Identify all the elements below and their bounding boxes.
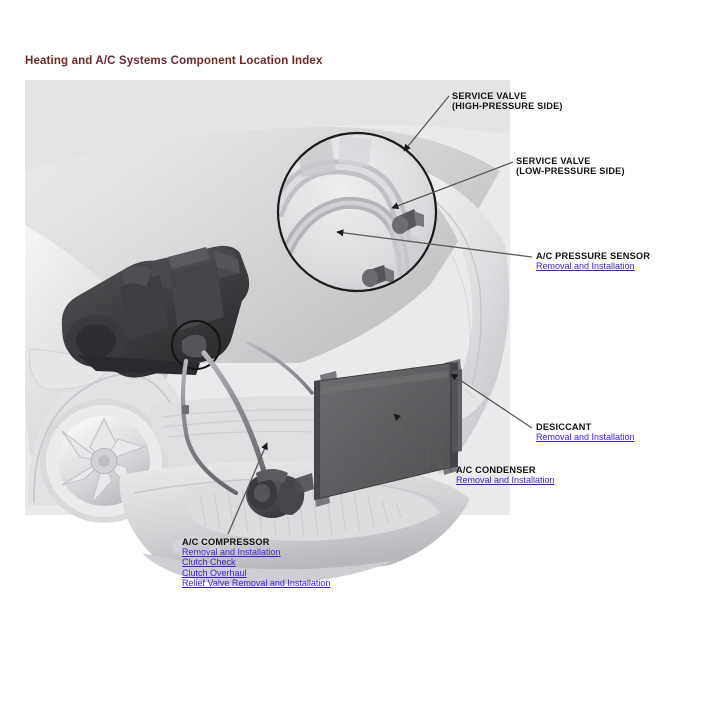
link-removal-and-installation[interactable]: Removal and Installation xyxy=(536,432,635,443)
service-valve-low-part xyxy=(362,265,394,287)
link-clutch-check[interactable]: Clutch Check xyxy=(182,557,236,568)
leader-ac-condenser xyxy=(393,413,453,472)
callout-title: SERVICE VALVE xyxy=(452,91,527,101)
service-valve-high-part xyxy=(392,209,424,234)
callout-ac-pressure-sensor: A/C PRESSURE SENSOR Removal and Installa… xyxy=(536,251,651,272)
leader-ac-compressor xyxy=(227,442,268,535)
link-clutch-overhaul[interactable]: Clutch Overhaul xyxy=(182,567,247,578)
callout-title: A/C CONDENSER xyxy=(456,465,536,475)
link-relief-valve-removal-and-installation[interactable]: Relief Valve Removal and Installation xyxy=(182,577,331,588)
callout-ac-compressor: A/C COMPRESSOR Removal and Installation … xyxy=(182,537,331,588)
callout-desiccant: DESICCANT Removal and Installation xyxy=(536,422,635,443)
callout-title: DESICCANT xyxy=(536,422,592,432)
link-removal-and-installation[interactable]: Removal and Installation xyxy=(182,547,281,558)
callout-service-valve-high: SERVICE VALVE (HIGH-PRESSURE SIDE) xyxy=(452,91,563,112)
ac-refrigerant-hoses xyxy=(180,341,314,496)
ac-compressor-part xyxy=(246,469,314,518)
callout-service-valve-low: SERVICE VALVE (LOW-PRESSURE SIDE) xyxy=(516,156,625,177)
callout-title: SERVICE VALVE xyxy=(516,156,591,166)
callout-title: A/C PRESSURE SENSOR xyxy=(536,251,651,261)
callout-title-line2: (HIGH-PRESSURE SIDE) xyxy=(452,101,563,112)
leader-service-valve-low xyxy=(391,161,514,210)
leader-desiccant xyxy=(450,373,533,429)
callout-title: A/C COMPRESSOR xyxy=(182,537,270,547)
hose-clamp xyxy=(182,405,189,414)
hvac-heater-unit xyxy=(61,245,250,378)
callout-ac-condenser: A/C CONDENSER Removal and Installation xyxy=(456,465,555,486)
callout-title-line2: (LOW-PRESSURE SIDE) xyxy=(516,166,625,177)
link-removal-and-installation[interactable]: Removal and Installation xyxy=(536,261,635,272)
link-removal-and-installation[interactable]: Removal and Installation xyxy=(456,475,555,486)
leader-service-valve-high xyxy=(403,95,450,152)
component-location-figure: SERVICE VALVE (HIGH-PRESSURE SIDE) SERVI… xyxy=(0,75,704,615)
page-title: Heating and A/C Systems Component Locati… xyxy=(25,55,323,67)
leader-ac-pressure-sensor xyxy=(336,229,533,258)
callout-leaders xyxy=(227,95,533,535)
figure-illustration xyxy=(25,80,533,587)
